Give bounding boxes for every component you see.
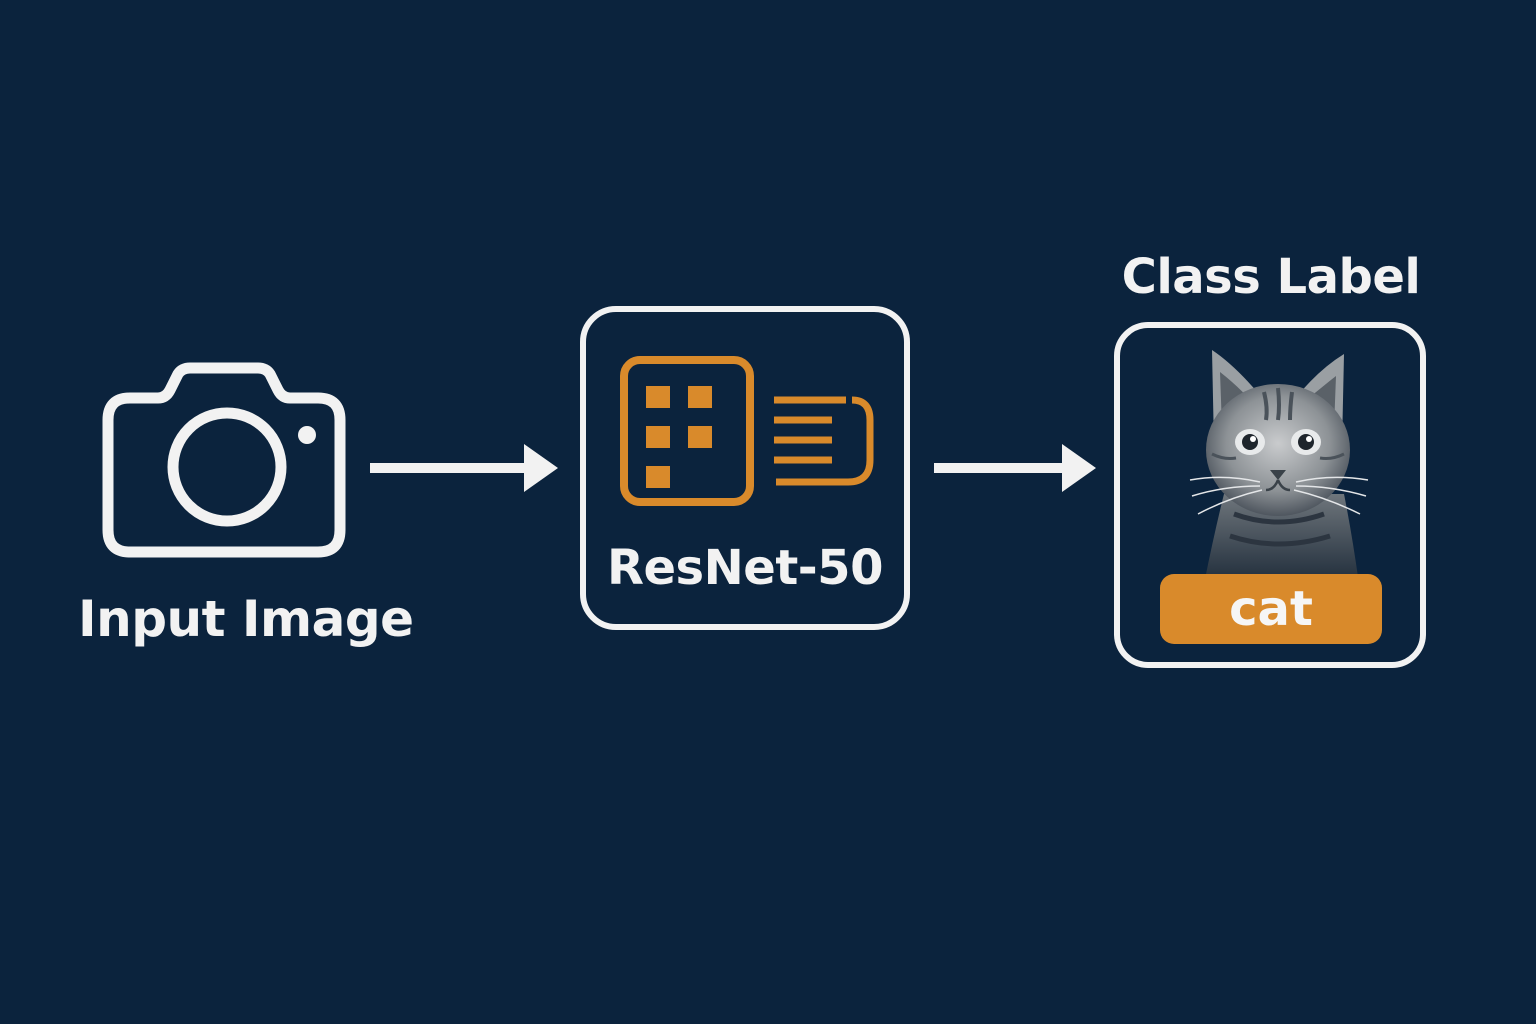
predicted-class-badge: cat bbox=[1160, 574, 1382, 644]
cat-image bbox=[1189, 350, 1369, 584]
arrow-right-icon bbox=[370, 444, 558, 492]
model-box: ResNet-50 bbox=[580, 306, 910, 630]
camera-icon bbox=[102, 362, 346, 558]
arrow-right-icon bbox=[934, 444, 1096, 492]
class-label-box: cat bbox=[1114, 322, 1426, 668]
model-name-label: ResNet-50 bbox=[607, 540, 883, 596]
input-image-label: Input Image bbox=[78, 590, 414, 648]
class-label-title: Class Label bbox=[1121, 249, 1421, 305]
neural-network-icon bbox=[620, 356, 874, 506]
